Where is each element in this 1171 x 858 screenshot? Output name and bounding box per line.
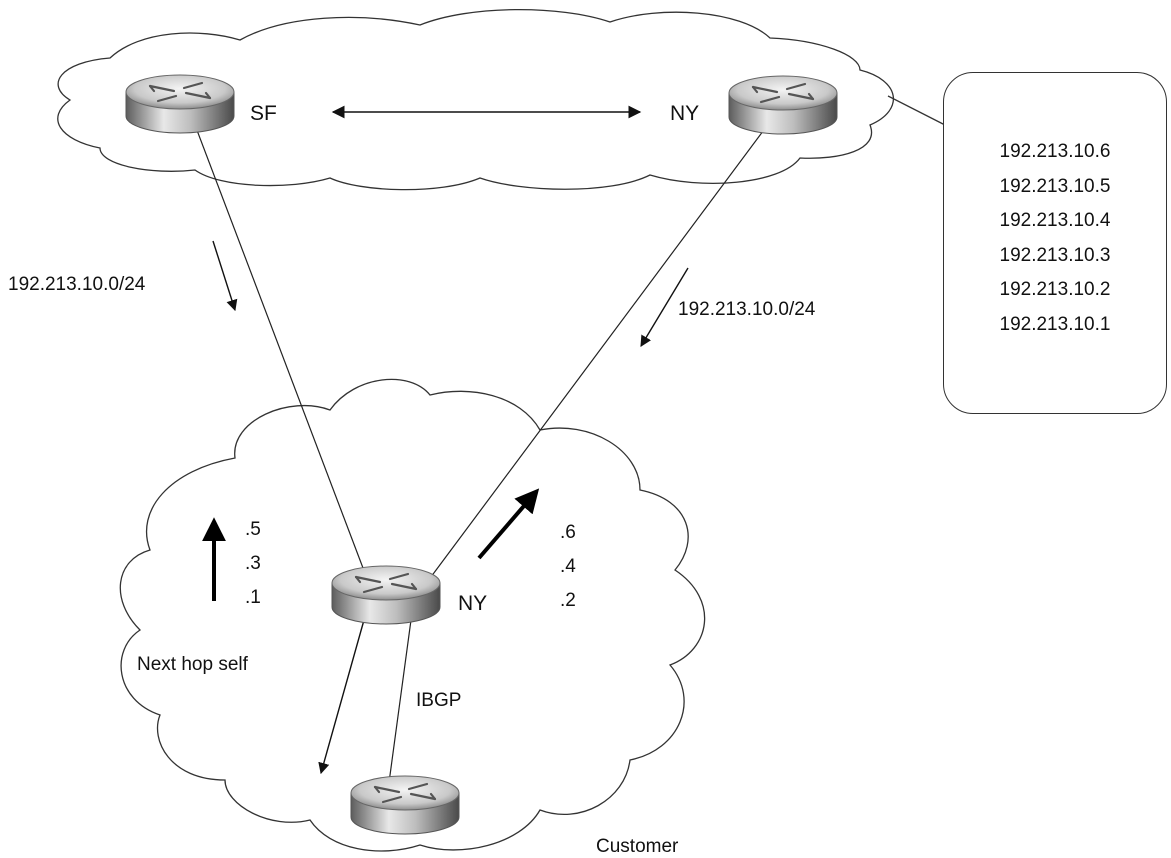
- prefix-left-arrow: [212, 240, 238, 312]
- prefix-label-left: 192.213.10.0/24: [8, 274, 146, 295]
- ip-address-item: 192.213.10.2: [999, 279, 1111, 300]
- host-right-item: .2: [560, 590, 576, 611]
- ip-address-item: 192.213.10.3: [999, 244, 1111, 266]
- ip-address-item: 192.213.10.6: [999, 141, 1111, 162]
- link-ny-top-to-ny-customer: [415, 114, 776, 598]
- top-cloud: [57, 8, 895, 191]
- link-ny-customer-to-customer: [387, 619, 412, 791]
- router-ny-customer-icon: [330, 564, 442, 626]
- ip-address-list: 192.213.10.6 192.213.10.5 192.213.10.4 1…: [944, 135, 1166, 342]
- host-right-item: .6: [560, 522, 576, 543]
- prefix-right-arrow: [640, 267, 689, 347]
- ip-address-item: 192.213.10.5: [999, 175, 1111, 197]
- host-left-item: .3: [245, 553, 261, 574]
- host-left-item: .1: [245, 587, 261, 608]
- router-label-customer: Customer: [596, 836, 679, 857]
- ibgp-label: IBGP: [416, 690, 461, 711]
- next-hop-label: Next hop self: [137, 654, 249, 675]
- down-arrow-to-customer: [318, 619, 365, 775]
- router-customer-icon: [349, 774, 461, 836]
- router-label-ny-top: NY: [670, 102, 699, 125]
- advertise-up-arrow: [477, 488, 540, 560]
- router-ny-top-icon: [727, 74, 839, 136]
- ip-address-item: 192.213.10.1: [999, 313, 1111, 335]
- callout-line: [887, 95, 946, 126]
- router-label-sf: SF: [250, 102, 277, 125]
- link-sf-to-ny-customer: [194, 124, 375, 598]
- router-label-ny-customer: NY: [458, 592, 487, 615]
- router-sf-icon: [124, 73, 236, 135]
- host-left-item: .5: [245, 519, 261, 540]
- host-list-right: .6 .4 .2: [560, 522, 576, 611]
- prefix-label-right: 192.213.10.0/24: [678, 299, 816, 320]
- host-right-item: .4: [560, 556, 576, 577]
- ip-address-box: 192.213.10.6 192.213.10.5 192.213.10.4 1…: [943, 72, 1167, 414]
- host-list-left: .5 .3 .1: [245, 519, 261, 608]
- ip-address-item: 192.213.10.4: [999, 210, 1111, 231]
